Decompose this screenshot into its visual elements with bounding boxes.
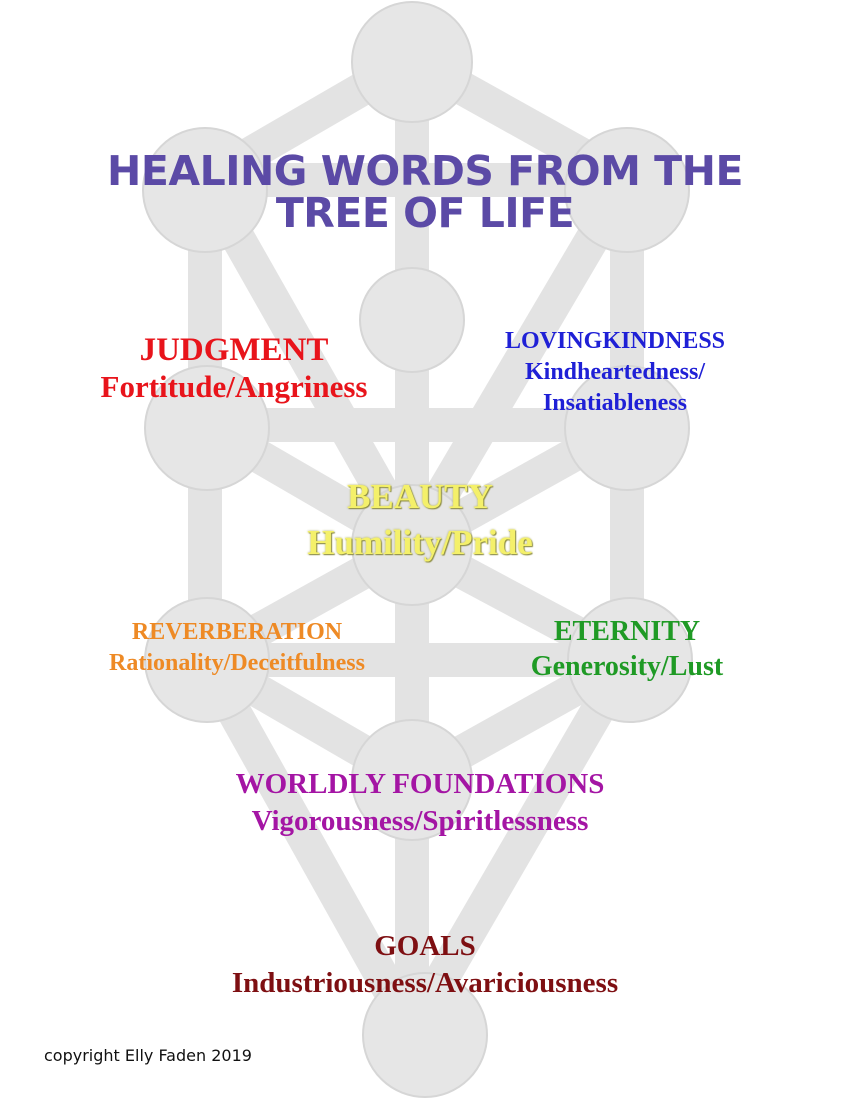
- sphere-eternity: [567, 597, 693, 723]
- copyright-notice: copyright Elly Faden 2019: [44, 1046, 252, 1065]
- reverberation-name: REVERBERATION: [131, 619, 343, 645]
- sphere-beauty: [351, 484, 473, 606]
- eternity-virtue: Generosity/Lust: [530, 651, 724, 682]
- judgment-virtue: Fortitude/Angriness: [100, 369, 368, 404]
- beauty-label: BEAUTY Humility/Pride: [260, 476, 580, 568]
- sphere-worldly-foundations: [351, 719, 473, 841]
- sphere-upper-right: [564, 127, 690, 253]
- sphere-lovingkindness: [564, 365, 690, 491]
- tree-spheres: [142, 1, 693, 1098]
- sphere-reverberation: [144, 597, 270, 723]
- worldly-foundations-virtue: Vigorousness/Spiritlessness: [251, 805, 589, 837]
- eternity-label: ETERNITY Generosity/Lust: [482, 616, 772, 686]
- judgment-name: JUDGMENT: [139, 332, 329, 368]
- sphere-goals: [362, 972, 488, 1098]
- worldly-foundations-name: WORLDLY FOUNDATIONS: [235, 768, 605, 800]
- goals-label: GOALS Industriousness/Avariciousness: [180, 928, 670, 1002]
- reverberation-label: REVERBERATION Rationality/Deceitfulness: [70, 618, 404, 679]
- judgment-label: JUDGMENT Fortitude/Angriness: [70, 332, 398, 406]
- page-title: HEALING WORDS FROM THE TREE OF LIFE: [0, 150, 850, 234]
- title-line-1: HEALING WORDS FROM THE: [107, 147, 743, 195]
- title-line-2: TREE OF LIFE: [275, 189, 575, 237]
- sphere-crown: [351, 1, 473, 123]
- path-reverb-goals: [190, 651, 427, 1039]
- beauty-virtue: Humility/Pride: [307, 523, 533, 562]
- sphere-judgment: [144, 365, 270, 491]
- lovingkindness-label: LOVINGKINDNESS Kindheartedness/ Insatiab…: [470, 326, 760, 419]
- lovingkindness-name: LOVINGKINDNESS: [504, 328, 726, 354]
- goals-virtue: Industriousness/Avariciousness: [231, 967, 619, 999]
- reverberation-virtue: Rationality/Deceitfulness: [109, 650, 365, 676]
- beauty-name: BEAUTY: [347, 477, 493, 516]
- sphere-knowledge: [359, 267, 465, 373]
- goals-name: GOALS: [374, 930, 476, 962]
- worldly-foundations-label: WORLDLY FOUNDATIONS Vigorousness/Spiritl…: [180, 766, 660, 840]
- sphere-upper-left: [142, 127, 268, 253]
- eternity-name: ETERNITY: [553, 616, 701, 647]
- path-eternity-goals: [397, 651, 642, 1039]
- lovingkindness-virtue-1: Kindheartedness/: [524, 359, 706, 385]
- lovingkindness-virtue-2: Insatiableness: [542, 390, 688, 416]
